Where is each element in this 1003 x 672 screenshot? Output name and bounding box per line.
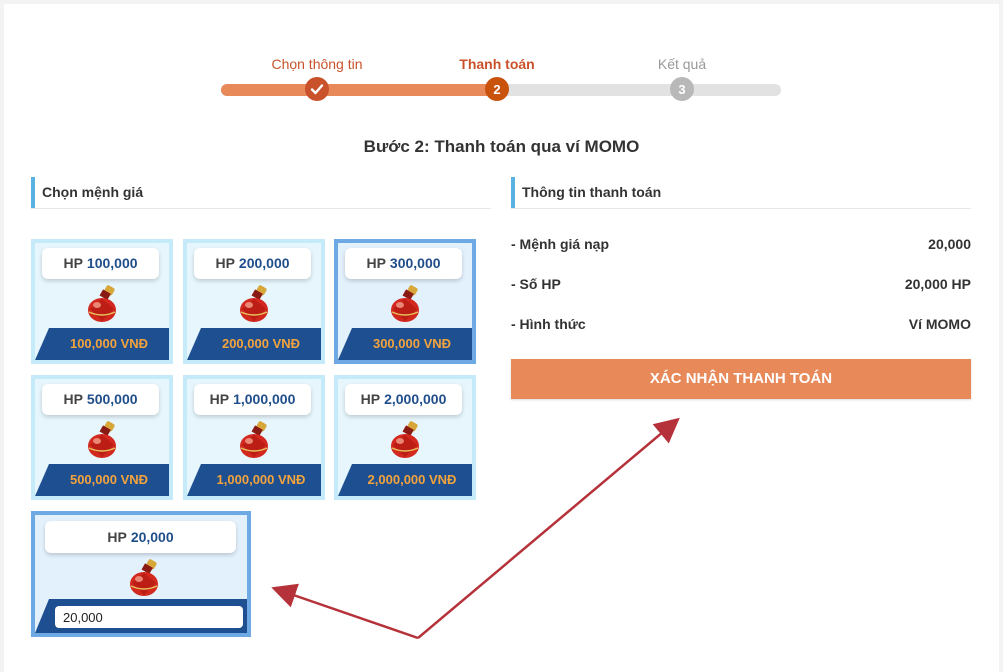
summary-row-amount: - Mệnh giá nạp 20,000 (511, 236, 971, 256)
potion-icon (85, 421, 121, 461)
hp-amount: 1,000,000 (233, 391, 296, 407)
price-label: 2,000,000 VNĐ (367, 472, 457, 487)
page-title: Bước 2: Thanh toán qua ví MOMO (363, 137, 640, 156)
hp-amount: 500,000 (86, 391, 138, 407)
input-band (35, 599, 247, 633)
stepper-track-progress (221, 84, 497, 96)
potion-icon (388, 285, 424, 325)
potion-icon (237, 285, 273, 325)
price-label: 200,000 VNĐ (221, 336, 301, 351)
confirm-payment-button[interactable]: XÁC NHẬN THANH TOÁN (511, 359, 971, 399)
summary-value: 20,000 HP (904, 276, 971, 292)
hp-prefix: HP (366, 255, 386, 271)
hp-amount: 2,000,000 (384, 391, 447, 407)
hp-prefix: HP (63, 391, 83, 407)
price-band: 2,000,000 VNĐ (338, 464, 472, 496)
price-band-shape (35, 328, 169, 360)
price-band-shape (187, 464, 321, 496)
section-title: Chọn mệnh giá (42, 184, 144, 200)
hp-prefix: HP (107, 529, 127, 545)
summary-row-method: - Hình thức Ví MOMO (511, 316, 971, 336)
section-header-payment-info: Thông tin thanh toán (511, 177, 971, 209)
summary-value: Ví MOMO (908, 316, 971, 332)
hp-amount: 20,000 (130, 529, 174, 545)
price-band: 1,000,000 VNĐ (187, 464, 321, 496)
hp-amount: 200,000 (238, 255, 290, 271)
price-band: 100,000 VNĐ (35, 328, 169, 360)
price-band: 300,000 VNĐ (338, 328, 472, 360)
price-label: 100,000 VNĐ (69, 336, 149, 351)
step-result: Kết quả 3 (612, 56, 752, 101)
hp-prefix: HP (209, 391, 230, 407)
section-accent-bar (31, 177, 35, 208)
potion-icon (237, 421, 273, 461)
section-title: Thông tin thanh toán (522, 184, 662, 200)
hp-prefix: HP (215, 255, 235, 271)
hp-amount: 300,000 (389, 255, 441, 271)
step-choose-info[interactable]: Chọn thông tin (247, 56, 387, 101)
summary-label: - Số HP (511, 276, 561, 292)
custom-amount-input[interactable] (55, 606, 243, 628)
price-label: 500,000 VNĐ (69, 472, 149, 487)
hp-amount: 100,000 (86, 255, 138, 271)
step-label: Kết quả (657, 56, 707, 72)
potion-icon (85, 285, 121, 325)
step-number: 3 (670, 77, 694, 101)
summary-row-hp: - Số HP 20,000 HP (511, 276, 971, 296)
progress-stepper: Chọn thông tin Thanh toán 2 Kết quả 3 (0, 0, 1003, 110)
check-icon (305, 77, 329, 101)
summary-label: - Mệnh giá nạp (511, 236, 609, 252)
step-number: 2 (485, 77, 509, 101)
price-band-shape (187, 328, 321, 360)
section-accent-bar (511, 177, 515, 208)
step-payment: Thanh toán 2 (427, 56, 567, 101)
step-label: Thanh toán (459, 56, 535, 72)
price-label: 300,000 VNĐ (372, 336, 452, 351)
potion-icon (127, 559, 163, 599)
potion-icon (388, 421, 424, 461)
step-label: Chọn thông tin (271, 56, 363, 72)
hp-prefix: HP (360, 391, 381, 407)
price-band-shape (338, 328, 472, 360)
price-band-shape (35, 464, 169, 496)
section-header-amount: Chọn mệnh giá (31, 177, 491, 209)
summary-label: - Hình thức (511, 316, 586, 332)
hp-prefix: HP (63, 255, 83, 271)
price-band: 200,000 VNĐ (187, 328, 321, 360)
price-band: 500,000 VNĐ (35, 464, 169, 496)
price-label: 1,000,000 VNĐ (216, 472, 306, 487)
summary-value: 20,000 (928, 236, 971, 252)
